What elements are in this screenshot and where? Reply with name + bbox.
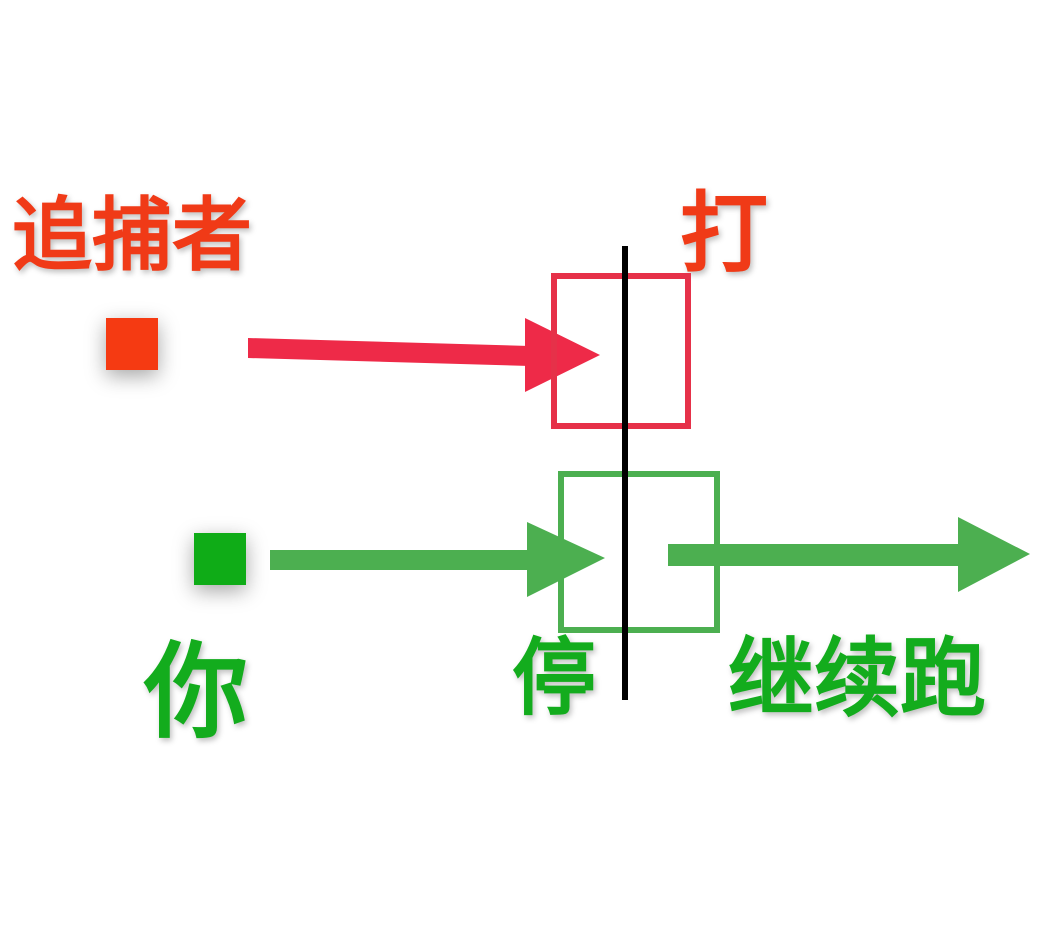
chaser-label: 追捕者 — [12, 189, 252, 282]
chaser-marker — [106, 318, 158, 370]
hit-label: 打 — [680, 182, 769, 285]
you-marker — [194, 533, 246, 585]
hit-zone-box — [551, 273, 691, 429]
you-label: 你 — [144, 631, 249, 753]
chaser-arrow — [248, 318, 600, 392]
stop-label: 停 — [512, 629, 597, 727]
keep-running-arrow — [668, 517, 1030, 592]
keep-running-label: 继续跑 — [728, 629, 986, 729]
you-arrow — [270, 522, 605, 597]
